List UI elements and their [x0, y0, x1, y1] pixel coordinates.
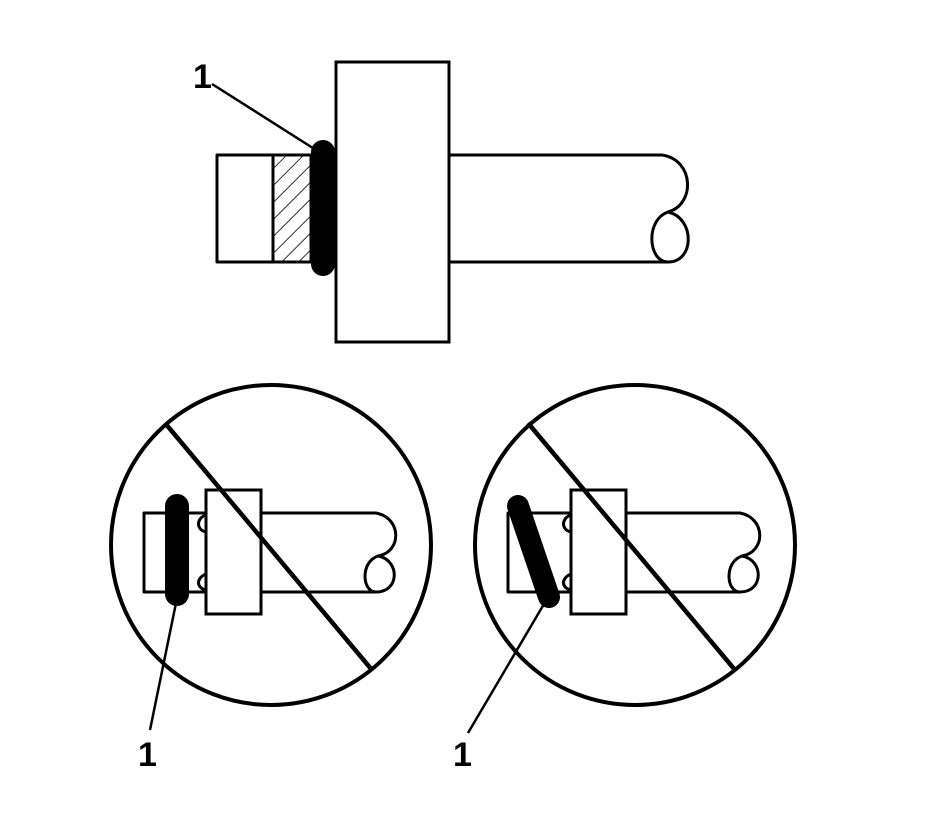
nut-block-right [569, 488, 628, 616]
callout-leader-right [466, 603, 546, 734]
incorrect-installation-view-left: 1 [109, 383, 433, 774]
o-ring-correct [311, 140, 335, 276]
prohibition-circle-left [109, 383, 433, 707]
correct-installation-view: 1 [193, 58, 690, 344]
pipe-body-left [259, 511, 398, 594]
nut-block-left [204, 488, 263, 616]
fitting-notch-left [197, 513, 208, 592]
pipe-break-curve-left [374, 554, 396, 594]
prohibition-slash-left [163, 421, 374, 672]
callout-number-right: 1 [453, 736, 472, 774]
fitting-notch-right [562, 513, 573, 592]
prohibition-circle-right [473, 383, 797, 707]
pipe-break-curve [666, 210, 690, 264]
hatched-seal-area [271, 153, 313, 264]
o-ring-misplaced-left [165, 494, 189, 606]
incorrect-installation-view-right: 1 [453, 383, 797, 774]
prohibition-slash-right [526, 421, 737, 672]
o-ring-tilted-right [507, 495, 560, 608]
callout-leader-left [148, 602, 178, 731]
callout-number-top: 1 [193, 58, 212, 96]
pipe-body [447, 153, 690, 264]
callout-leader-top [211, 82, 317, 152]
nut-block [334, 60, 451, 344]
fitting-end [215, 153, 275, 264]
callout-number-left: 1 [138, 736, 157, 774]
pipe-break-curve-right [738, 554, 760, 594]
pipe-body-right [623, 511, 762, 594]
